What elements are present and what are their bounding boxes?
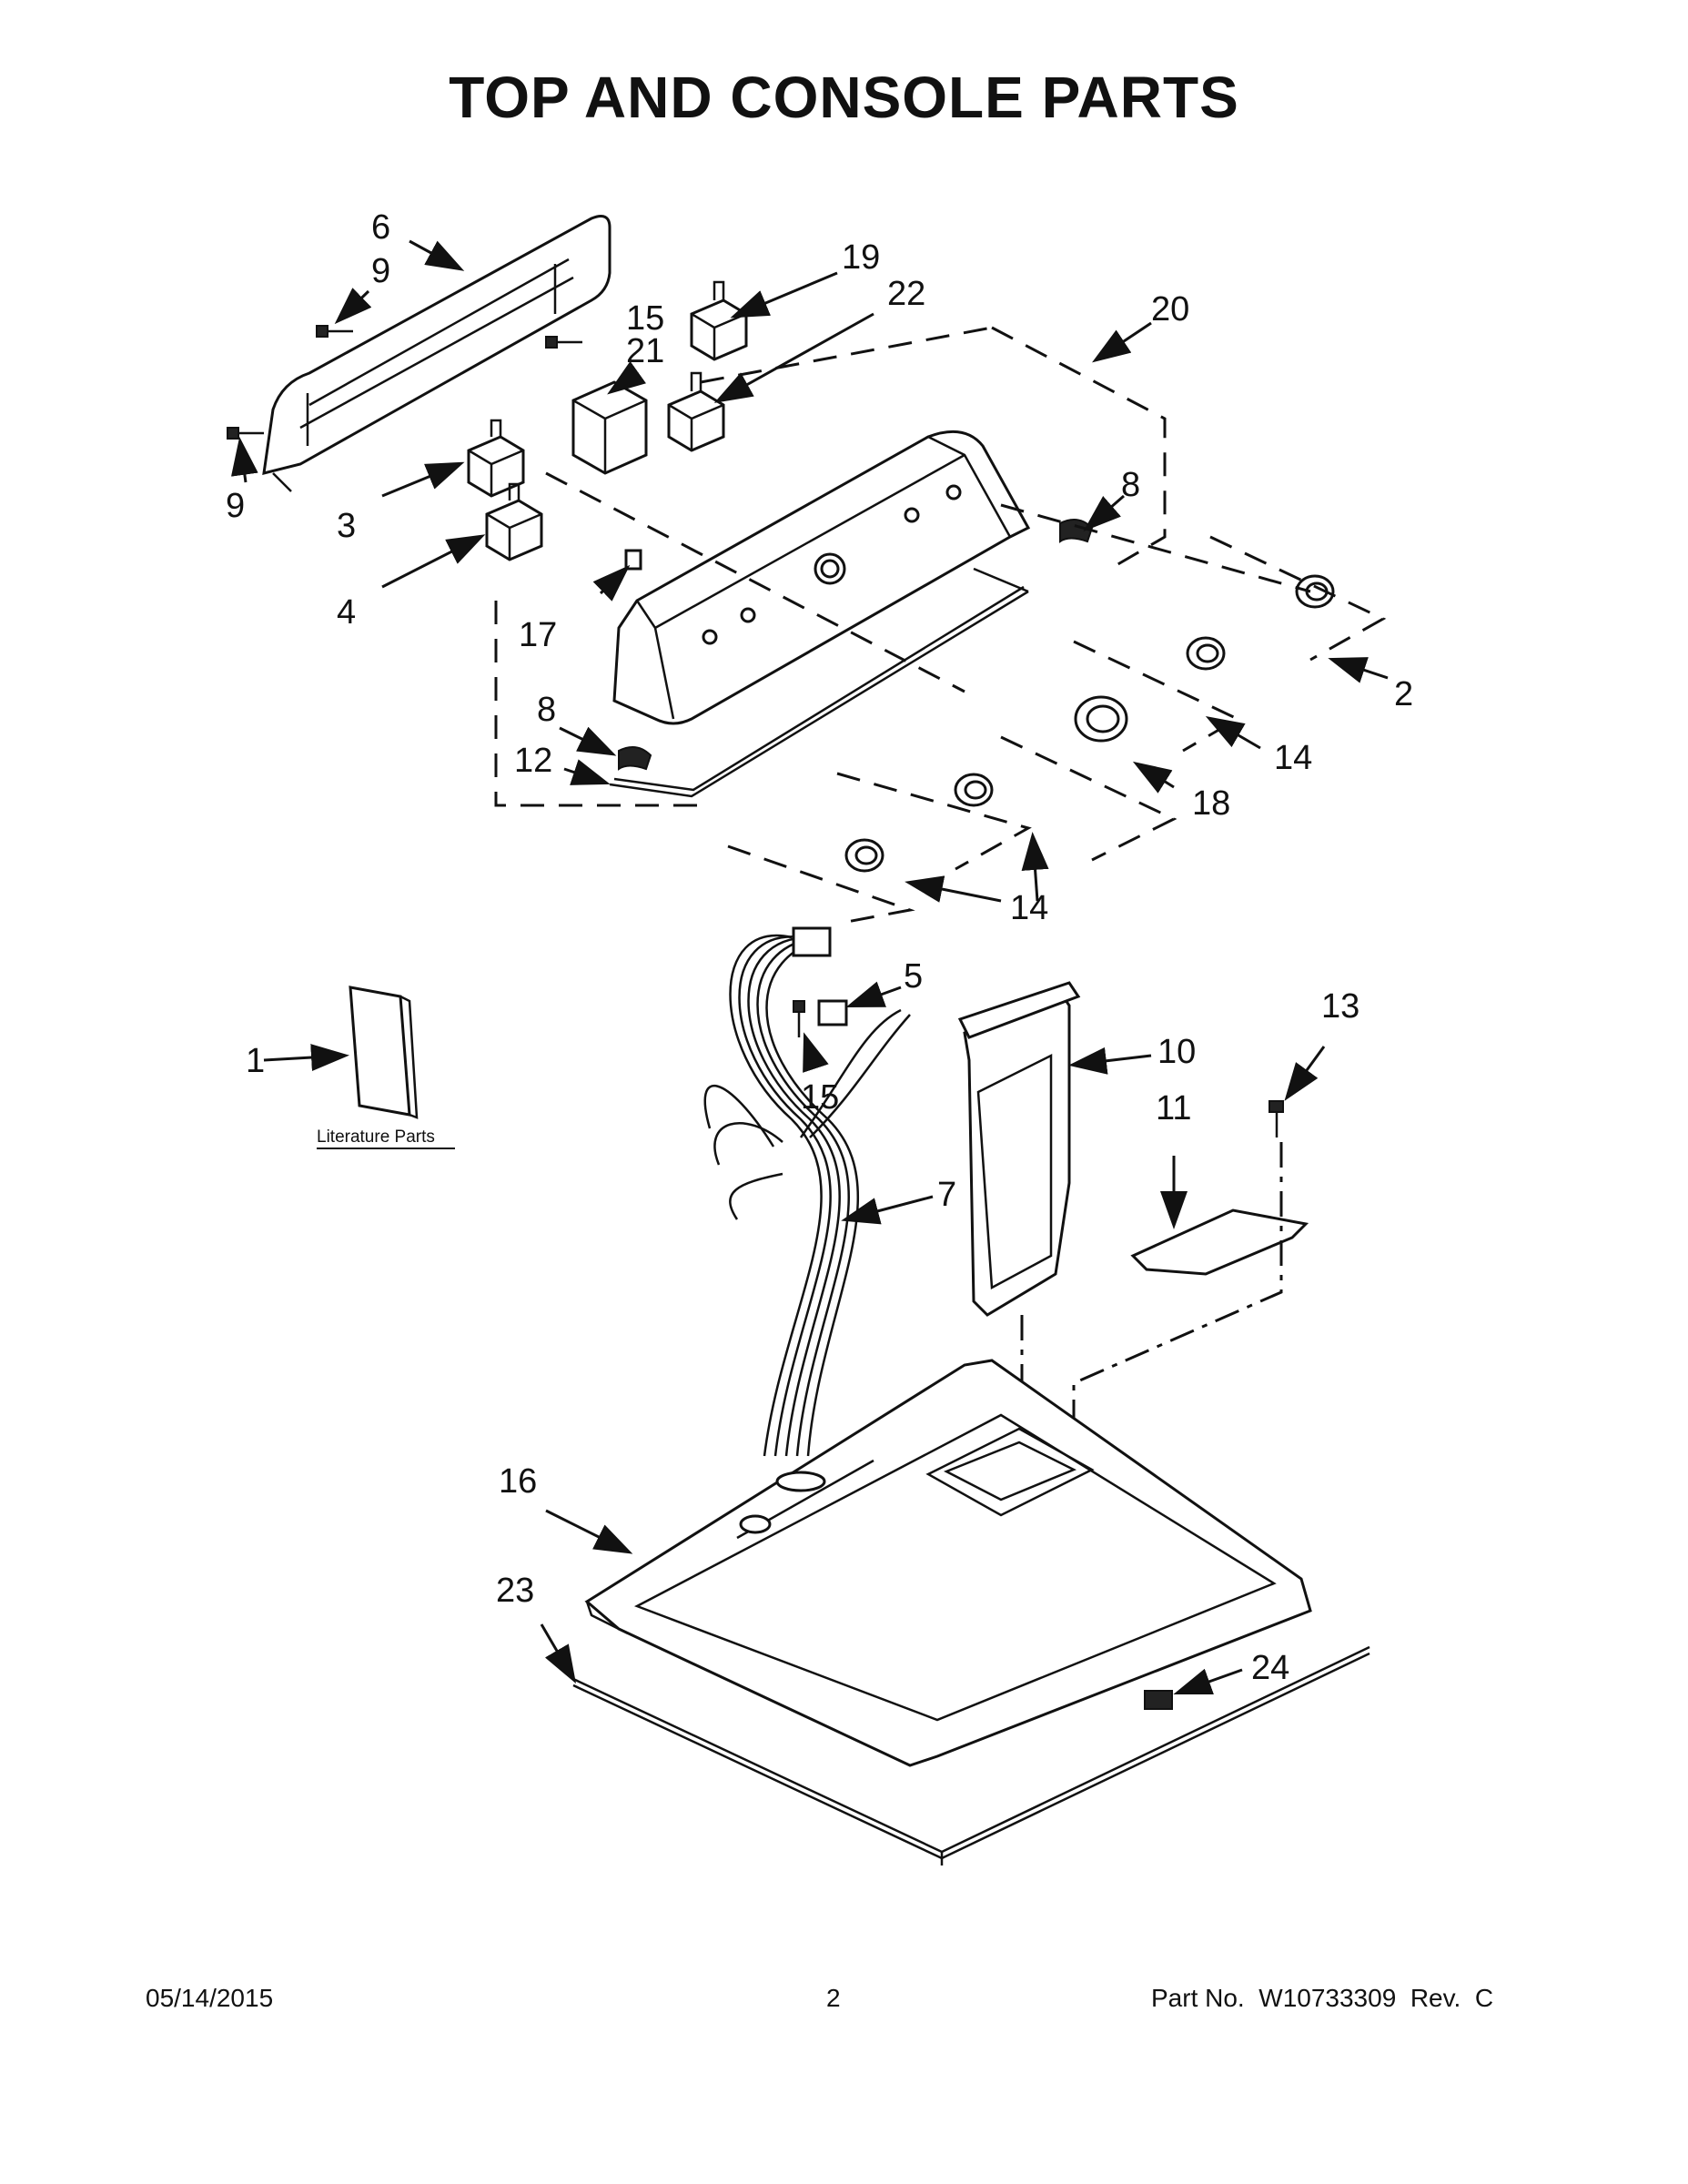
knob-part-14-upper bbox=[1186, 636, 1226, 671]
literature-booklet bbox=[349, 986, 419, 1119]
knob-part-18 bbox=[1074, 695, 1128, 743]
callout-14-lower: 14 bbox=[1010, 889, 1048, 927]
group-outline-14-lower bbox=[727, 844, 915, 925]
callout-21: 21 bbox=[626, 332, 664, 370]
guide-line-screw-13 bbox=[1072, 1142, 1283, 1483]
callout-8-right: 8 bbox=[1121, 466, 1140, 504]
callout-19: 19 bbox=[842, 238, 880, 277]
terminal-block-part-5 bbox=[817, 999, 848, 1026]
switch-part-3 bbox=[467, 419, 525, 498]
callout-24: 24 bbox=[1251, 1649, 1289, 1687]
screw-icon bbox=[316, 325, 353, 338]
callout-22: 22 bbox=[887, 275, 925, 313]
callout-18: 18 bbox=[1192, 784, 1230, 823]
callout-23: 23 bbox=[496, 1572, 534, 1610]
callout-5: 5 bbox=[904, 957, 923, 996]
callout-10: 10 bbox=[1157, 1033, 1196, 1071]
leader-arrows bbox=[231, 239, 1389, 1695]
clip-part-17 bbox=[624, 549, 642, 571]
group-outline-14-upper bbox=[1073, 640, 1241, 753]
callout-8-left: 8 bbox=[537, 691, 556, 729]
guide-line-switches bbox=[545, 471, 965, 693]
knob-part-14-lower bbox=[844, 838, 884, 873]
footer-part-number: Part No. W10733309 Rev. C bbox=[1151, 1984, 1494, 2012]
callout-9-top: 9 bbox=[371, 252, 390, 290]
group-outline-18 bbox=[1000, 735, 1178, 862]
knob-part-2 bbox=[1295, 574, 1335, 609]
panel-line-part-23 bbox=[572, 1645, 1370, 1866]
lens-strip-part bbox=[609, 567, 1029, 798]
console-housing bbox=[612, 430, 1031, 725]
screw-icon bbox=[793, 1000, 805, 1037]
group-outline-12 bbox=[494, 601, 710, 807]
top-panel-part-16 bbox=[584, 1359, 1312, 1767]
callout-9-bottom: 9 bbox=[226, 487, 245, 525]
screw-icon bbox=[227, 427, 264, 440]
lint-screen-housing-part bbox=[957, 981, 1081, 1317]
callout-3: 3 bbox=[337, 507, 356, 545]
group-outline-2 bbox=[1209, 535, 1387, 662]
group-outline-20 bbox=[991, 326, 1167, 571]
callout-16: 16 bbox=[499, 1462, 537, 1501]
callout-20: 20 bbox=[1151, 290, 1189, 329]
switch-part-4 bbox=[485, 482, 543, 561]
guide-line-knob-2 bbox=[1000, 503, 1311, 593]
footer-date: 05/14/2015 bbox=[146, 1984, 274, 2012]
callout-17: 17 bbox=[519, 616, 557, 654]
wire-harness-part bbox=[703, 926, 911, 1457]
callout-2: 2 bbox=[1394, 675, 1413, 713]
callout-15-top: 15 bbox=[626, 299, 664, 338]
screw-icon bbox=[545, 336, 582, 349]
callout-14-upper: 14 bbox=[1274, 739, 1312, 777]
callout-15-bottom: 15 bbox=[801, 1078, 839, 1117]
callout-13: 13 bbox=[1321, 987, 1359, 1026]
knob-part-14-mid bbox=[954, 773, 994, 807]
lint-cover-part-11 bbox=[1130, 1208, 1309, 1276]
literature-parts-label: Literature Parts bbox=[317, 1127, 435, 1147]
footer-page-number: 2 bbox=[826, 1984, 841, 2012]
clip-part-8-left bbox=[618, 746, 652, 771]
callout-6: 6 bbox=[371, 208, 390, 247]
callout-7: 7 bbox=[937, 1176, 956, 1214]
page-title: TOP AND CONSOLE PARTS bbox=[449, 65, 1239, 130]
timer-switch-part bbox=[571, 380, 648, 475]
callout-12: 12 bbox=[514, 742, 552, 780]
screw-icon bbox=[1269, 1100, 1284, 1138]
console-back-panel bbox=[262, 215, 612, 492]
group-outline-14-mid bbox=[836, 772, 1032, 871]
callout-4: 4 bbox=[337, 593, 356, 632]
callout-11: 11 bbox=[1156, 1089, 1191, 1127]
switch-part-22 bbox=[667, 371, 725, 452]
switch-part-19 bbox=[690, 280, 748, 361]
callout-1: 1 bbox=[246, 1042, 265, 1080]
